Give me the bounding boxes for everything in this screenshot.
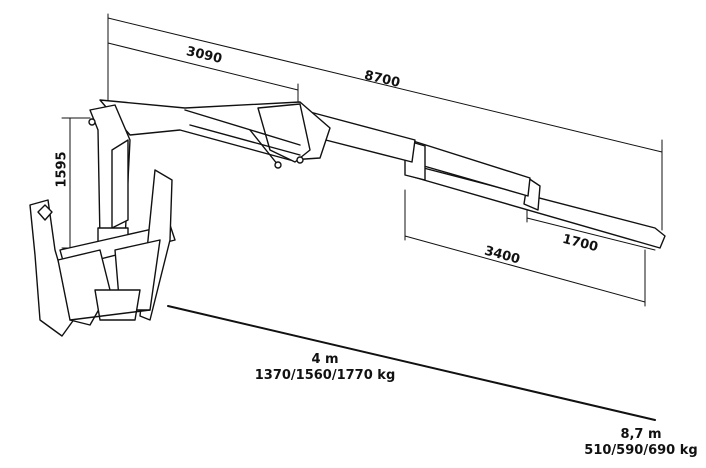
column bbox=[88, 104, 131, 243]
capacity-4m: 4 m 1370/1560/1770 kg bbox=[250, 352, 400, 384]
dimension-label-1595: 1595 bbox=[54, 151, 70, 188]
capacity-reach: 4 m bbox=[311, 352, 339, 367]
capacity-loads: 1370/1560/1770 kg bbox=[254, 368, 396, 383]
base bbox=[29, 169, 176, 337]
ground-line bbox=[167, 305, 656, 421]
capacity-8-7m: 8,7 m 510/590/690 kg bbox=[576, 427, 706, 459]
capacity-loads: 510/590/690 kg bbox=[584, 443, 698, 458]
boom bbox=[99, 99, 666, 249]
capacity-reach: 8,7 m bbox=[620, 427, 662, 442]
